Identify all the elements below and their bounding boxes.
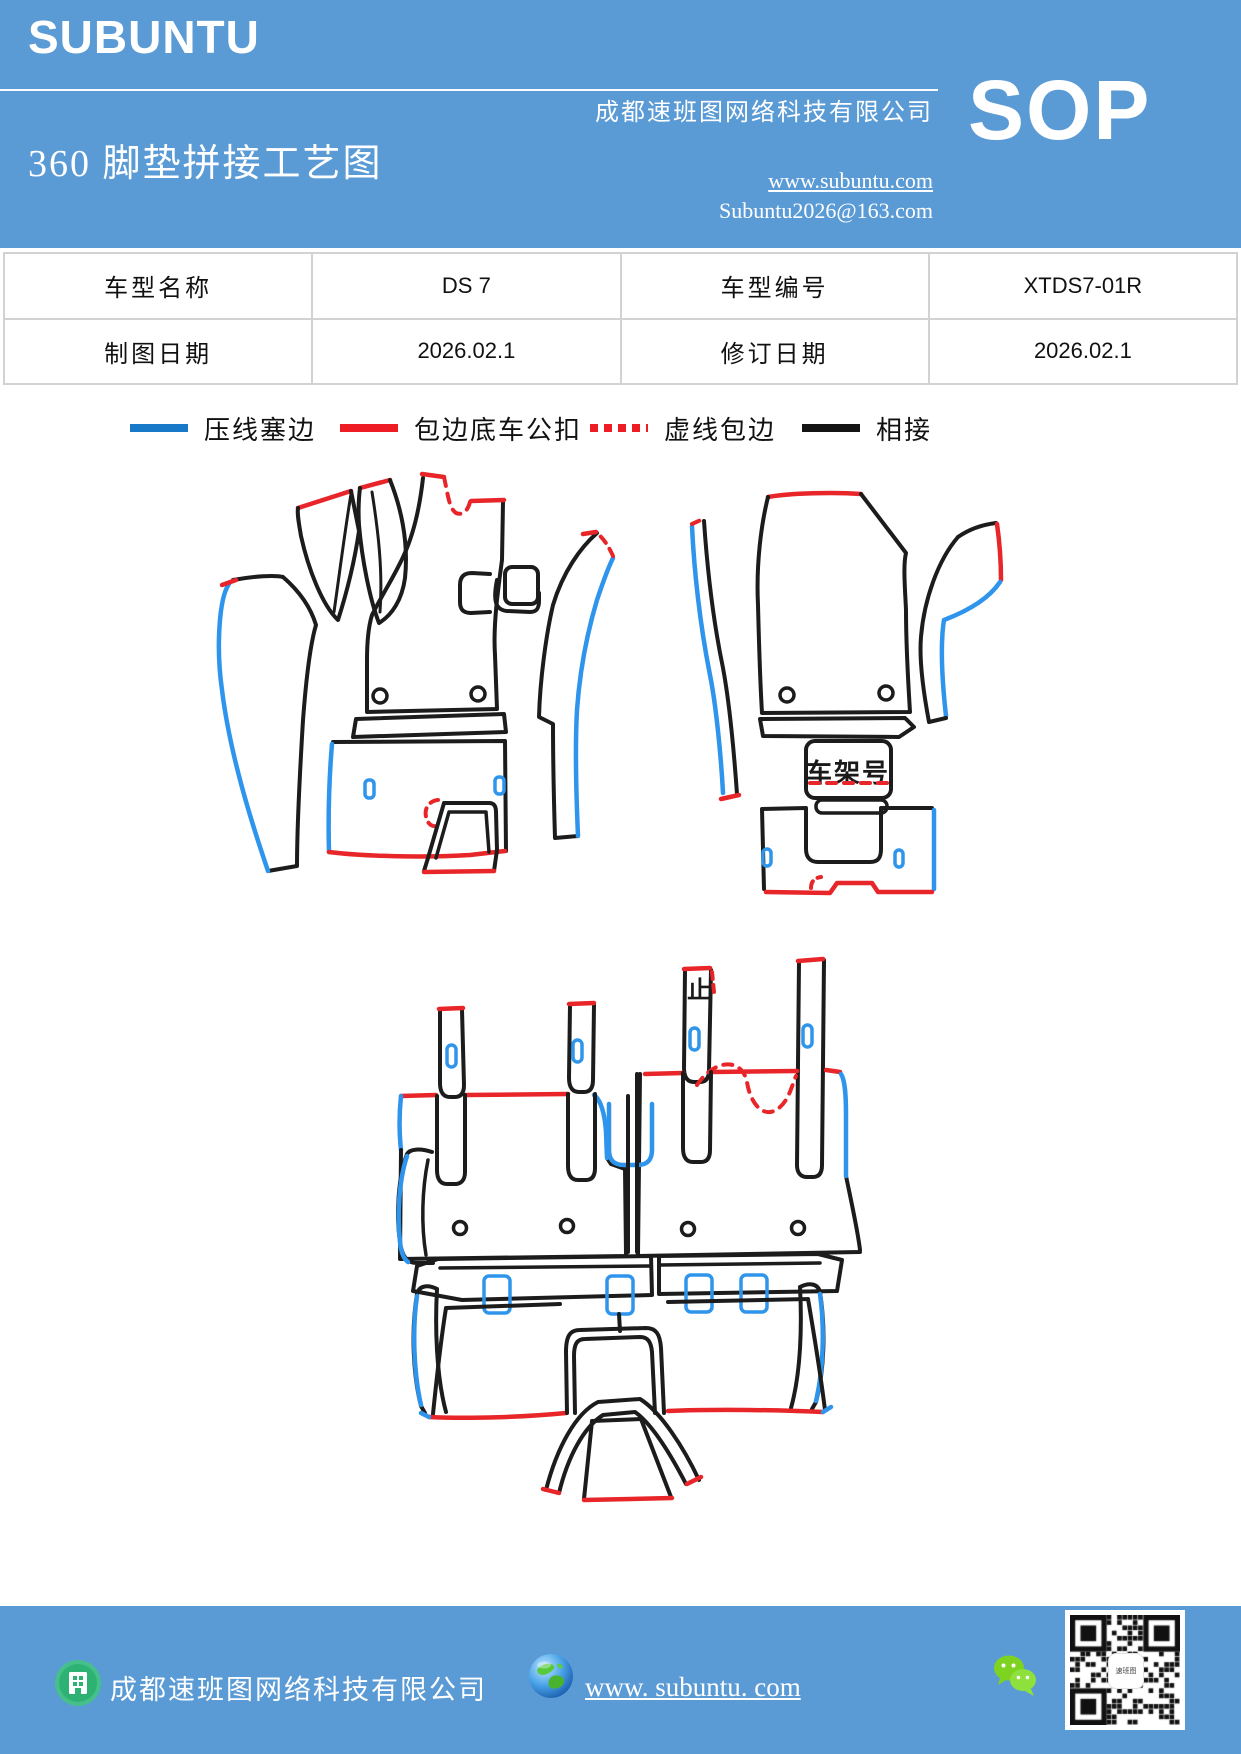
company-building-icon — [55, 1660, 101, 1706]
legend-item-dashed-wrap: 虚线包边 — [590, 408, 776, 448]
sop-badge: SOP — [968, 63, 1152, 157]
model-code-label: 车型编号 — [619, 252, 930, 320]
table-row: 制图日期 2026.02.1 修订日期 2026.02.1 — [2, 317, 1239, 385]
black-line-swatch — [802, 424, 860, 432]
draw-date-value: 2026.02.1 — [311, 317, 622, 385]
model-code-value: XTDS7-01R — [927, 252, 1239, 320]
header-email: Subuntu2026@163.com — [719, 198, 933, 223]
model-name-label: 车型名称 — [2, 252, 314, 320]
header-divider — [0, 89, 938, 91]
legend-label: 压线塞边 — [204, 415, 317, 445]
footer-company-name: 成都速班图网络科技有限公司 — [110, 1675, 487, 1705]
passenger-mat-diagram: 车架号 — [689, 490, 1004, 896]
page-title: 360 脚垫拼接工艺图 — [28, 143, 383, 185]
legend-label: 虚线包边 — [664, 415, 777, 445]
table-row: 车型名称 DS 7 车型编号 XTDS7-01R — [2, 252, 1239, 320]
legend-item-join: 相接 — [802, 408, 932, 448]
qr-center-logo: 速班图 — [1108, 1653, 1144, 1689]
qr-code: 速班图 — [1065, 1610, 1185, 1730]
vehicle-info-table: 车型名称 DS 7 车型编号 XTDS7-01R 制图日期 2026.02.1 … — [2, 252, 1239, 385]
header-band: SUBUNTU 360 脚垫拼接工艺图 成都速班图网络科技有限公司 www.su… — [0, 0, 1241, 248]
wechat-icon — [994, 1655, 1036, 1696]
brand-logo: SUBUNTU — [28, 11, 260, 63]
legend-label: 相接 — [876, 415, 933, 445]
legend-label: 包边底车公扣 — [414, 415, 583, 445]
header-website-link[interactable]: www.subuntu.com — [768, 168, 933, 193]
legend-item-press-line: 压线塞边 — [130, 408, 316, 448]
revise-date-value: 2026.02.1 — [927, 317, 1239, 385]
draw-date-label: 制图日期 — [2, 317, 314, 385]
revise-date-label: 修订日期 — [619, 317, 930, 385]
model-name-value: DS 7 — [311, 252, 622, 320]
floor-mat-process-diagram: 车架号 — [216, 471, 1004, 1503]
stop-mark-label: 止 — [687, 977, 711, 1004]
blue-line-swatch — [130, 424, 188, 432]
globe-icon — [529, 1654, 573, 1698]
legend-item-edge-wrap: 包边底车公扣 — [340, 408, 582, 448]
red-line-swatch — [340, 424, 398, 432]
driver-mat-diagram — [216, 471, 616, 875]
header-company-name: 成都速班图网络科技有限公司 — [595, 100, 933, 126]
red-dotted-swatch — [590, 424, 648, 432]
rear-mats-diagram: 止 — [396, 956, 862, 1503]
footer-website-link[interactable]: www. subuntu. com — [585, 1672, 801, 1702]
